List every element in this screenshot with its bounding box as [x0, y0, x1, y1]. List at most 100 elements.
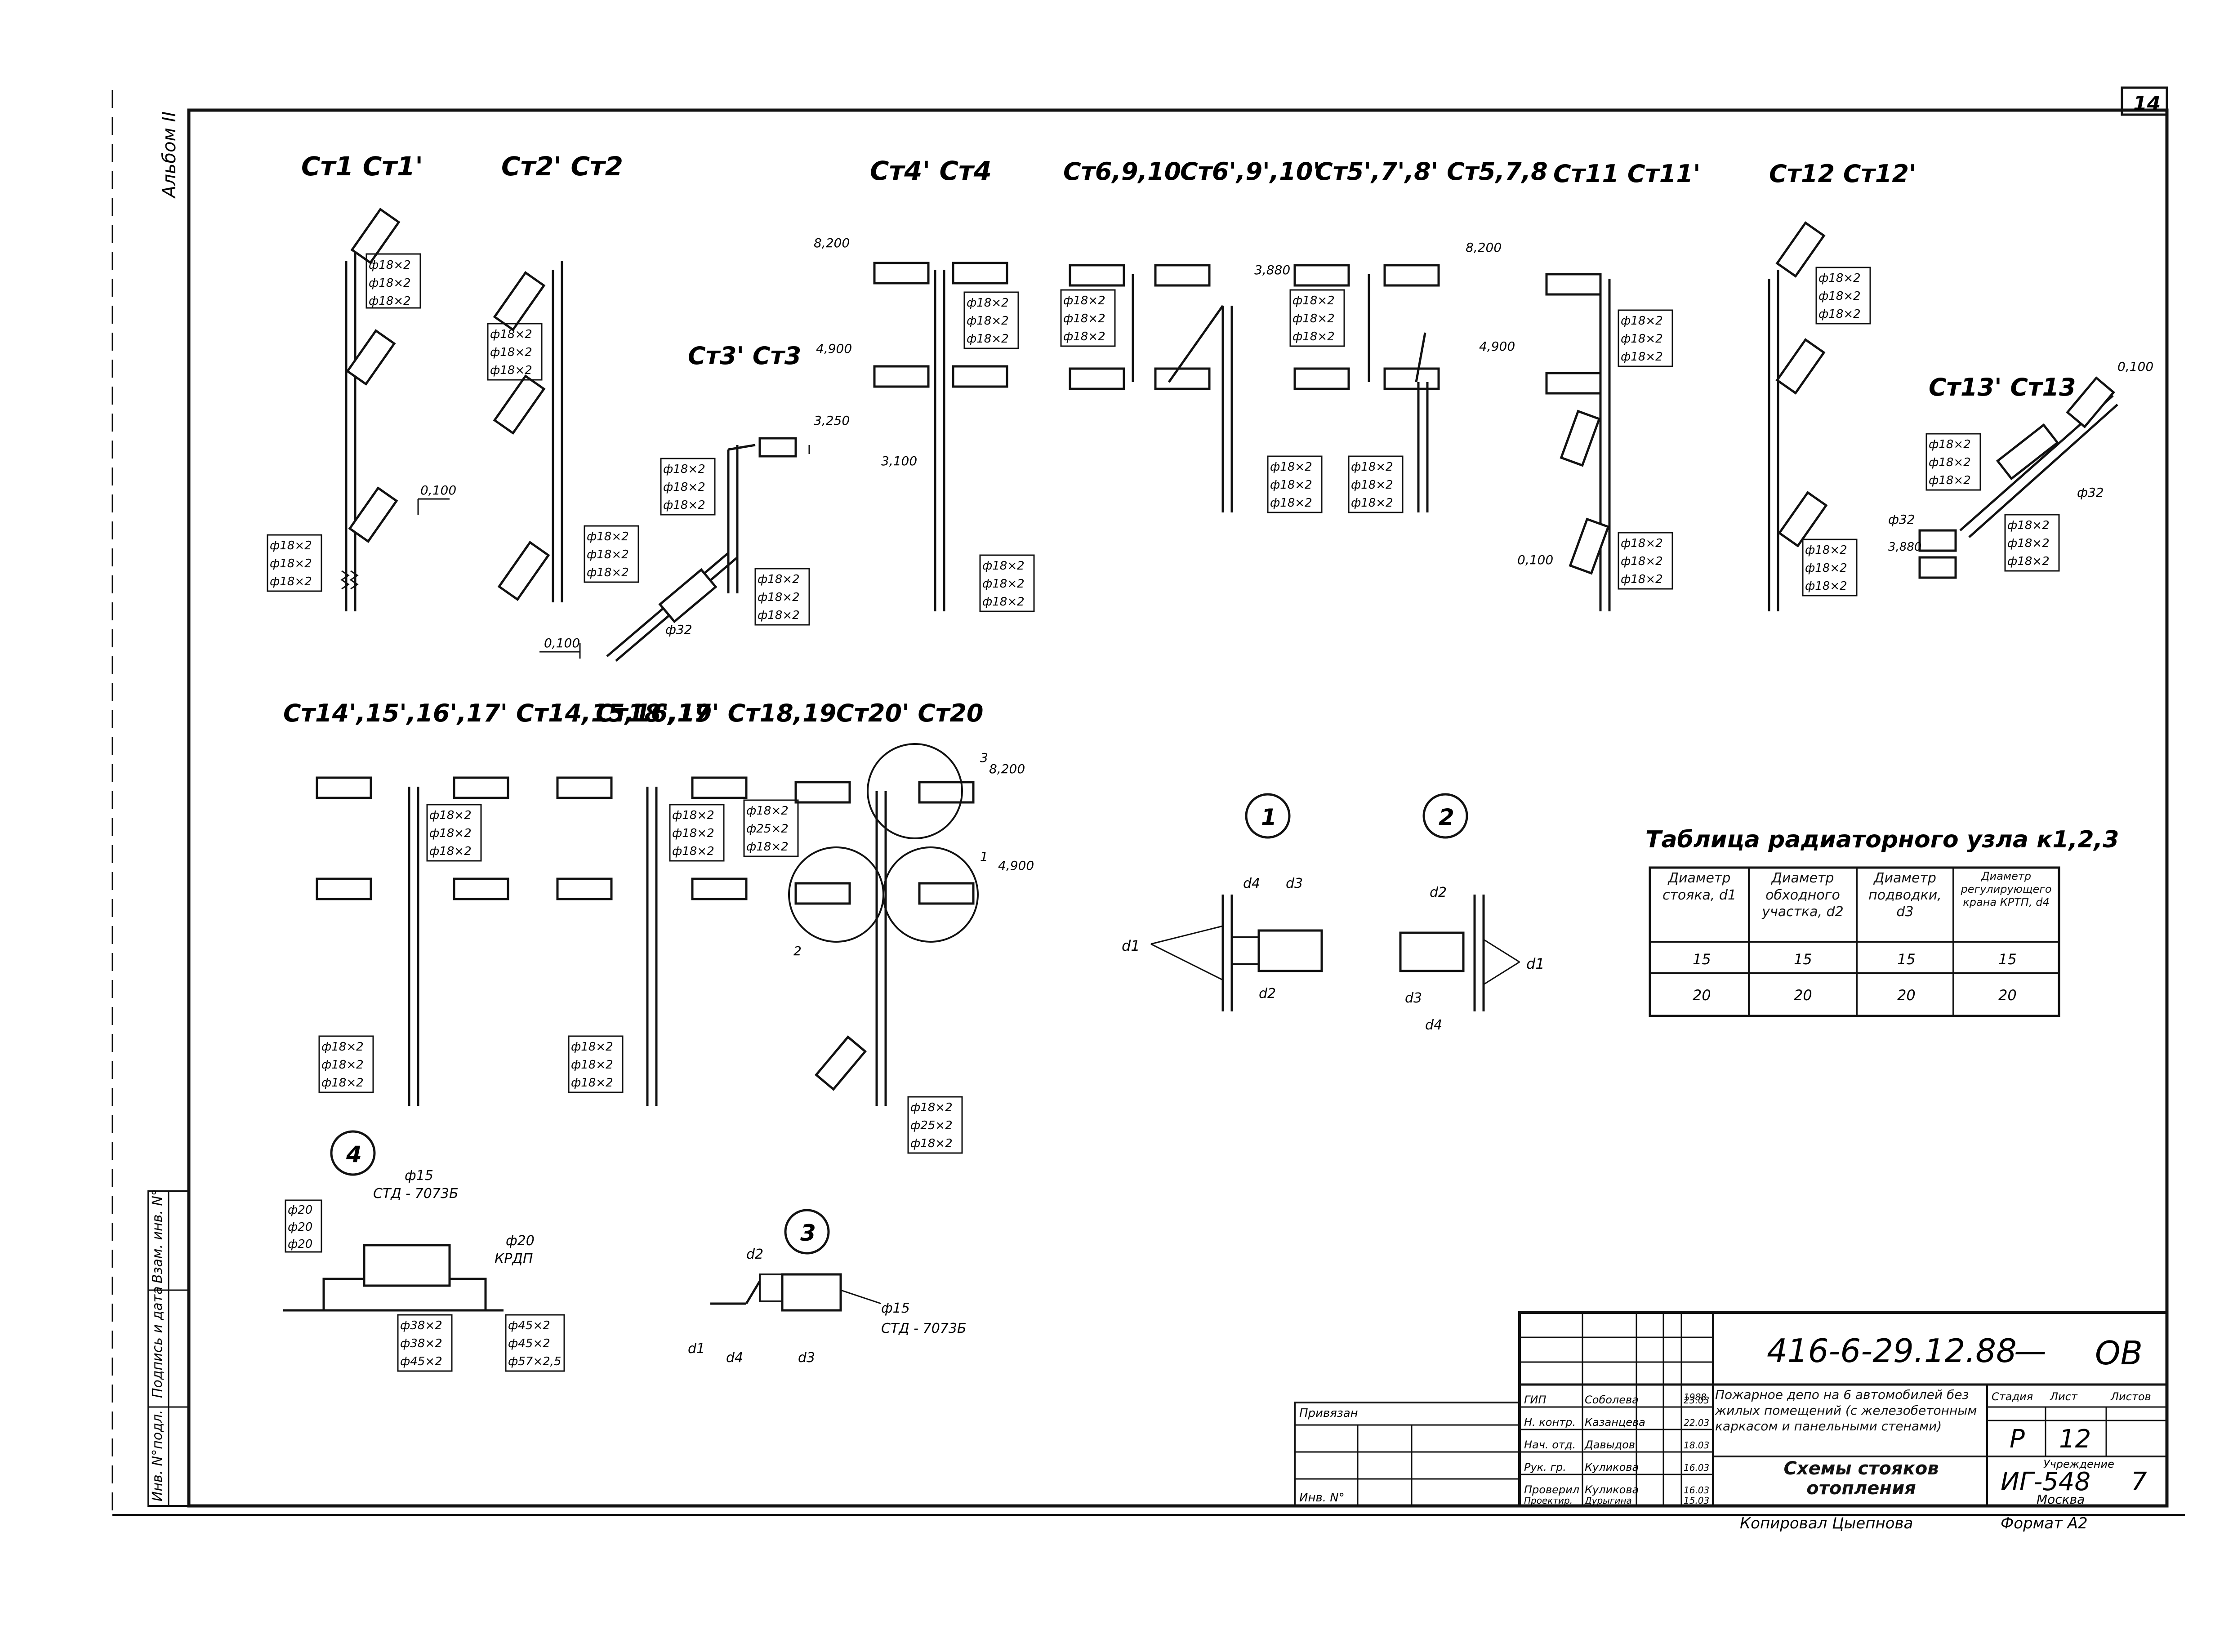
svg-text:ф18×2: ф18×2: [369, 258, 411, 272]
svg-text:ф45×2: ф45×2: [508, 1319, 550, 1332]
svg-text:ф18×2: ф18×2: [1063, 294, 1105, 307]
svg-text:ф18×2: ф18×2: [1293, 294, 1335, 307]
svg-text:ф18×2: ф18×2: [1063, 330, 1105, 343]
svg-text:ф18×2: ф18×2: [672, 809, 714, 822]
pipe-labels-riser-4: ф18×2 ф18×2 ф18×2 ф18×2 ф18×2 ф18×2: [963, 291, 1035, 612]
svg-text:ф18×2: ф18×2: [1818, 289, 1861, 303]
pipe-riser-3: ф32: [665, 622, 692, 637]
riser-title-5: Ст6,9,10: [1063, 157, 1181, 186]
pipe-labels-riser-3: ф18×2 ф18×2 ф18×2 ф18×2 ф18×2 ф18×2: [660, 458, 810, 626]
table-cell: 20: [1998, 987, 2017, 1004]
svg-text:ф18×2: ф18×2: [967, 332, 1009, 346]
svg-text:ф18×2: ф18×2: [490, 364, 532, 377]
svg-text:ф18×2: ф18×2: [1621, 573, 1663, 586]
svg-text:23.03: 23.03: [1684, 1395, 1709, 1406]
svg-text:d4: d4: [1243, 876, 1260, 891]
svg-text:d4: d4: [726, 1350, 743, 1366]
svg-text:1: 1: [1261, 804, 1277, 830]
svg-text:ф18×2: ф18×2: [587, 530, 629, 543]
level-a-riser-8: 8,200: [1466, 240, 1502, 255]
svg-text:ф18×2: ф18×2: [1621, 537, 1663, 550]
project-description: Пожарное депо на 6 автомобилей без жилых…: [1715, 1387, 1977, 1434]
svg-text:ф18×2: ф18×2: [2007, 519, 2050, 532]
svg-text:ф18×2: ф18×2: [2007, 537, 2050, 550]
svg-text:ф18×2: ф18×2: [429, 809, 472, 822]
svg-text:ф20: ф20: [288, 1220, 312, 1234]
riser-diagram-3: 3,250 ф32: [606, 413, 850, 662]
svg-text:d2: d2: [1259, 986, 1276, 1002]
svg-text:ф18×2: ф18×2: [1351, 478, 1393, 492]
svg-text:ф18×2: ф18×2: [1270, 496, 1312, 510]
svg-text:ф18×2: ф18×2: [587, 548, 629, 561]
svg-text:ф18×2: ф18×2: [321, 1040, 364, 1054]
svg-text:ф45×2: ф45×2: [400, 1355, 442, 1368]
detail-node-3: 3 ф15 СТД - 7073Б d2 d1 d4 d3: [688, 1209, 967, 1366]
callout-c-riser-13: 2: [793, 944, 802, 958]
svg-text:ф18×2: ф18×2: [571, 1058, 613, 1072]
detail-node-4: 4 ф15 СТД - 7073Б ф20 КРДП ф20 ф20 ф20 ф…: [283, 1130, 565, 1372]
riser-diagram-8: 8,200 4,900 0,100: [1466, 240, 1611, 611]
inventory-label: Инв. N°: [1299, 1491, 1345, 1505]
svg-text:ф18×2: ф18×2: [982, 595, 1025, 609]
callout-b-riser-13: 1: [980, 849, 988, 864]
svg-text:ф20: ф20: [288, 1203, 312, 1217]
side-stamp: Инв. N°подл. Подпись и дата Взам. инв. N…: [147, 1189, 190, 1507]
table-cell: 15: [1998, 951, 2017, 968]
svg-text:ф25×2: ф25×2: [910, 1119, 953, 1132]
riser-title-11: Ст14',15',16',17' Ст14,15,16,17: [283, 699, 711, 727]
svg-text:ф18×2: ф18×2: [1929, 474, 1971, 487]
side-label-3: Взам. инв. N°: [150, 1189, 165, 1283]
svg-text:ф18×2: ф18×2: [1293, 312, 1335, 325]
riser-diagram-5: 3,880: [1069, 263, 1290, 512]
svg-text:22.03: 22.03: [1684, 1417, 1709, 1428]
pipe-labels-riser-1: ф18×2 ф18×2 ф18×2 ф18×2 ф18×2 ф18×2: [267, 253, 421, 592]
pipe-labels-riser-7: ф18×2 ф18×2 ф18×2 ф18×2 ф18×2 ф18×2: [1289, 289, 1404, 513]
stage-value: Р: [2010, 1425, 2025, 1454]
riser-diagram-12: [556, 776, 748, 1106]
riser-title-7: Ст5',7',8' Ст5,7,8: [1315, 157, 1548, 186]
svg-text:d3: d3: [1405, 990, 1422, 1006]
svg-text:ф18×2: ф18×2: [1818, 272, 1861, 285]
svg-text:ф18×2: ф18×2: [270, 539, 312, 552]
pipe-labels-riser-5: ф18×2 ф18×2 ф18×2 ф18×2 ф18×2 ф18×2: [1060, 289, 1323, 513]
svg-text:15.03: 15.03: [1684, 1495, 1709, 1506]
level-riser-1: 0,100: [420, 483, 456, 498]
svg-text:ф18×2: ф18×2: [1621, 555, 1663, 568]
svg-text:ф15: ф15: [881, 1300, 910, 1316]
svg-text:d3: d3: [1286, 876, 1303, 891]
title-block: 416-6-29.12.88 — ОВ Пожарное депо на 6 а…: [1518, 1311, 2168, 1507]
doc-code: 416-6-29.12.88: [1767, 1332, 2017, 1370]
svg-text:ф18×2: ф18×2: [490, 328, 532, 341]
riser-title-8: Ст11 Ст11': [1553, 160, 1700, 188]
format-label: Формат А2: [2001, 1514, 2088, 1532]
pipe-labels-riser-2: ф18×2 ф18×2 ф18×2 ф18×2 ф18×2 ф18×2: [487, 323, 639, 583]
table-header-1: Диаметр стояка, d1: [1662, 870, 1737, 903]
level-b-riser-4: 4,900: [816, 341, 852, 356]
svg-text:ф18×2: ф18×2: [1270, 478, 1312, 492]
sheet-value: 12: [2059, 1425, 2091, 1454]
riser-title-6: Ст6',9',10': [1180, 157, 1320, 186]
svg-text:Проверил: Проверил: [1524, 1483, 1579, 1496]
svg-text:ф18×2: ф18×2: [1621, 332, 1663, 346]
svg-text:16.03: 16.03: [1684, 1485, 1709, 1496]
riser-diagram-7: [1293, 264, 1440, 512]
svg-text:ф18×2: ф18×2: [663, 481, 705, 494]
level-b-riser-13: 4,900: [998, 858, 1034, 873]
table-title: Таблица радиаторного узла к1,2,3: [1645, 826, 2119, 853]
riser-title-1: Ст1 Ст1': [301, 151, 423, 182]
detail-node-1: 1 d1 d4 d3 d2: [1122, 793, 1323, 1011]
riser-diagram-13: 8,200 4,900 3 1 2: [788, 743, 1034, 1106]
svg-text:d3: d3: [798, 1350, 815, 1366]
org-header: Учреждение: [2043, 1458, 2114, 1470]
riser-title-2: Ст2' Ст2: [501, 151, 623, 182]
sheet-title: Схемы стояков отопления: [1783, 1459, 1939, 1499]
radiator-node-table: Таблица радиаторного узла к1,2,3 Диаметр…: [1645, 826, 2119, 1017]
svg-text:Н. контр.: Н. контр.: [1524, 1416, 1576, 1429]
riser-title-12: Ст18',19' Ст18,19: [596, 699, 836, 727]
table-cell: 15: [1897, 951, 1916, 968]
svg-text:ф18×2: ф18×2: [982, 559, 1025, 573]
table-cell: 20: [1693, 987, 1711, 1004]
pipe-labels-riser-11: ф18×2 ф18×2 ф18×2 ф18×2 ф18×2 ф18×2: [318, 804, 482, 1093]
svg-text:ф57×2,5: ф57×2,5: [508, 1355, 561, 1368]
level2-riser-10: 3,880: [1888, 540, 1921, 554]
